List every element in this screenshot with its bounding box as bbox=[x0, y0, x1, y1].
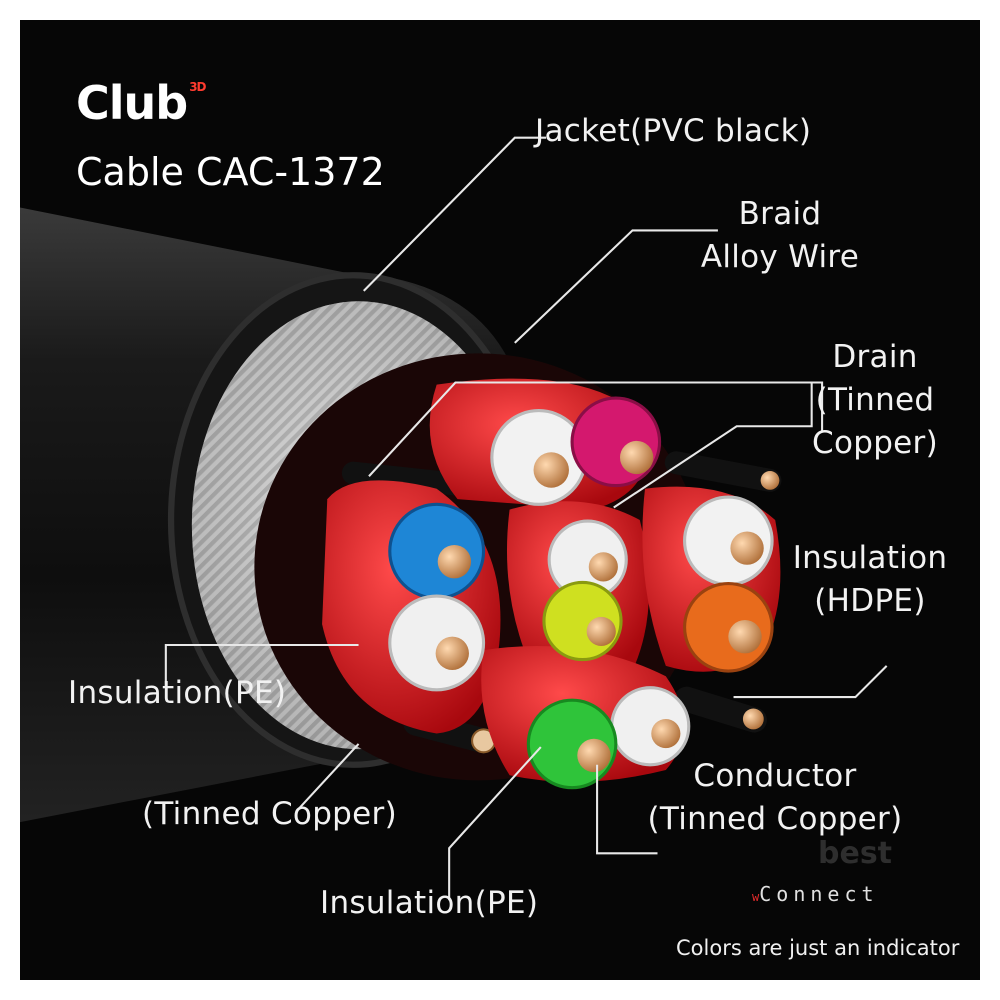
label-braid: Braid Alloy Wire bbox=[680, 193, 880, 279]
watermark-connect-text: Connect bbox=[759, 882, 879, 906]
label-conductor-line2: (Tinned Copper) bbox=[647, 801, 903, 837]
logo-text: Club bbox=[76, 76, 188, 130]
conductor-white-1 bbox=[490, 409, 588, 506]
watermark-connect: wConnect bbox=[752, 882, 879, 906]
conductor-white-5 bbox=[610, 686, 691, 767]
watermark-best: best bbox=[818, 836, 893, 871]
drain-wire bbox=[674, 686, 767, 733]
leader-jacket bbox=[363, 136, 547, 292]
conductor-white-2 bbox=[388, 594, 486, 692]
label-braid-line2: Alloy Wire bbox=[700, 239, 860, 275]
cable-cross-section-illustration bbox=[20, 136, 888, 901]
leader-pe-left bbox=[164, 643, 359, 687]
conductor-white-4 bbox=[683, 495, 774, 587]
model-title: Cable CAC-1372 bbox=[76, 150, 385, 194]
leader-braid bbox=[514, 229, 718, 344]
leader-drain bbox=[368, 381, 824, 477]
label-insulation-hdpe: Insulation (HDPE) bbox=[785, 537, 955, 623]
label-tinned-copper-left: (Tinned Copper) bbox=[142, 796, 397, 832]
label-drain-line3: Copper) bbox=[812, 425, 938, 461]
conductor-orange bbox=[683, 581, 774, 673]
logo-superscript: 3D bbox=[189, 80, 206, 94]
leader-pe-bottom bbox=[448, 746, 542, 901]
leader-tinned-left bbox=[295, 743, 360, 813]
conductor-green bbox=[526, 698, 618, 790]
leader-lines bbox=[164, 136, 888, 901]
leader-conductor bbox=[596, 764, 658, 855]
drain-wire bbox=[664, 451, 782, 492]
leader-hdpe bbox=[733, 665, 888, 699]
conductor-white-3 bbox=[547, 519, 628, 600]
conductor-blue bbox=[388, 502, 486, 600]
label-drain-line1: Drain bbox=[832, 339, 918, 375]
label-conductor-line1: Conductor bbox=[693, 758, 857, 794]
leader-drain-2 bbox=[613, 382, 813, 509]
conductor-yellow bbox=[542, 580, 623, 662]
watermark-prefix: w bbox=[752, 890, 760, 904]
label-braid-line1: Braid bbox=[738, 196, 822, 232]
disclaimer-text: Colors are just an indicator bbox=[676, 936, 960, 960]
label-insulation-pe-bottom: Insulation(PE) bbox=[320, 885, 539, 921]
label-hdpe-line1: Insulation bbox=[792, 540, 948, 576]
label-insulation-pe-left: Insulation(PE) bbox=[68, 675, 287, 711]
label-conductor: Conductor (Tinned Copper) bbox=[640, 755, 910, 841]
label-drain: Drain (Tinned Copper) bbox=[795, 336, 955, 465]
label-jacket: Jacket(PVC black) bbox=[535, 113, 812, 149]
label-drain-line2: (Tinned bbox=[815, 382, 935, 418]
conductor-magenta bbox=[570, 396, 662, 488]
label-hdpe-line2: (HDPE) bbox=[814, 583, 926, 619]
